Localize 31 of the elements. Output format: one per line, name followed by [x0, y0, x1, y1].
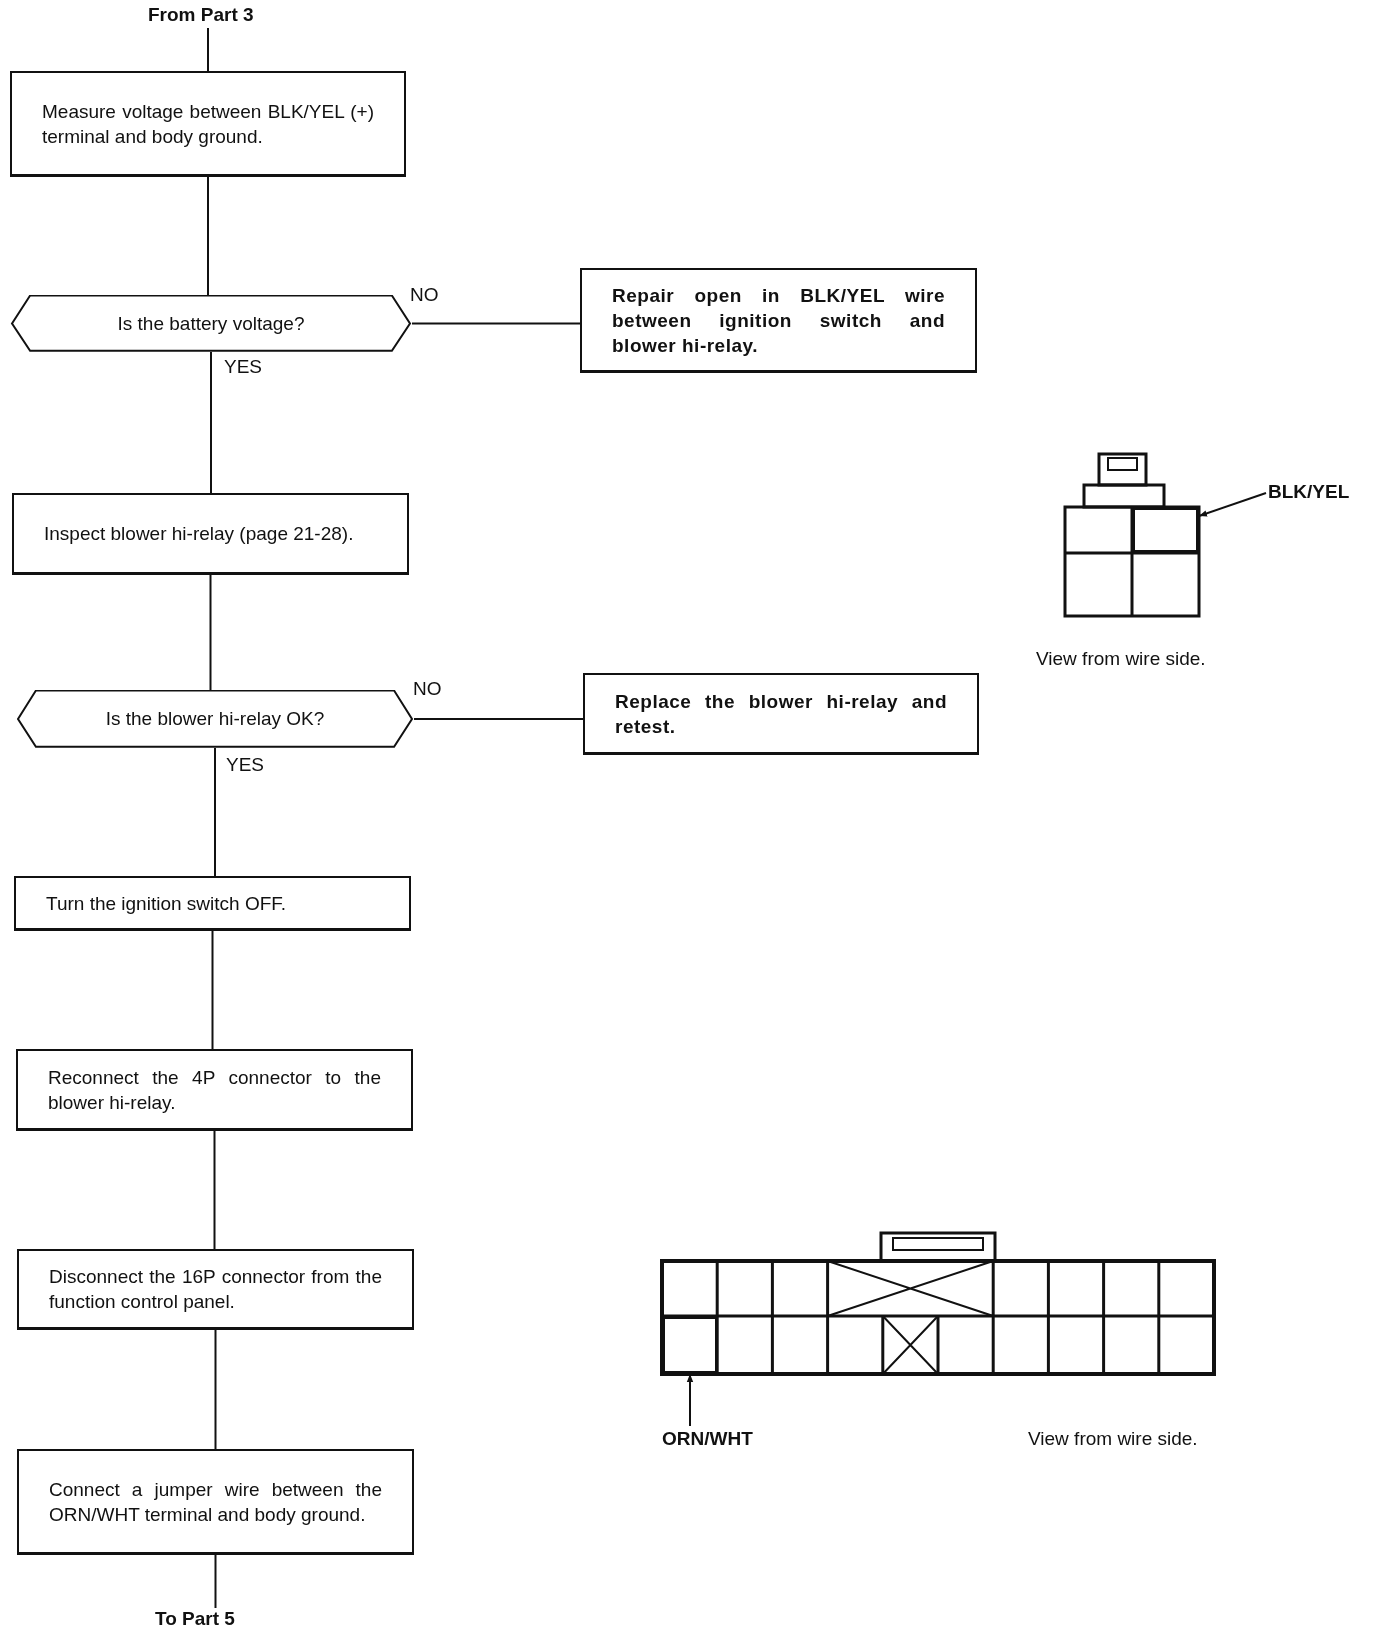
connector-line	[207, 27, 209, 72]
connector-line	[213, 1130, 216, 1250]
connector-line	[209, 574, 212, 691]
process-box: Inspect blower hi-relay (page 21-28).	[12, 493, 409, 575]
flow-text: From Part 3	[148, 4, 268, 28]
terminal-cavity	[662, 1316, 718, 1374]
process-box: Reconnect the 4P connector to the blower hi-relay.	[16, 1049, 413, 1131]
flow-text: To Part 5	[155, 1608, 255, 1632]
process-box: Repair open in BLK/YEL wire between ignition switch and blower hi-relay.	[580, 268, 977, 373]
leader-line	[686, 1373, 694, 1427]
decision-box: Is the battery voltage?	[10, 295, 412, 352]
wire-color-label: BLK/YEL	[1268, 481, 1366, 505]
connector-line	[214, 747, 216, 877]
process-box: Disconnect the 16P connector from the function control panel.	[17, 1249, 414, 1330]
connector-line	[211, 930, 214, 1050]
terminal-cavity	[1132, 507, 1199, 553]
process-box: Measure voltage between BLK/YEL (+) terminal and body ground.	[10, 71, 406, 177]
connector-line	[214, 1329, 217, 1450]
process-box: Connect a jumper wire between the ORN/WHT terminal and body ground.	[17, 1449, 414, 1555]
connector-line	[210, 351, 212, 494]
view-note: View from wire side.	[1028, 1428, 1198, 1450]
leader-line	[1198, 492, 1267, 517]
connector-line	[207, 176, 209, 296]
decision-box: Is the blower hi-relay OK?	[16, 690, 414, 748]
connector-line	[413, 718, 584, 720]
process-box: Turn the ignition switch OFF.	[14, 876, 411, 931]
connector-line	[214, 1554, 217, 1609]
view-note: View from wire side.	[1036, 648, 1206, 670]
wire-color-label: ORN/WHT	[662, 1428, 760, 1452]
connector-line	[411, 322, 581, 325]
process-box: Replace the blower hi-relay and retest.	[583, 673, 979, 755]
